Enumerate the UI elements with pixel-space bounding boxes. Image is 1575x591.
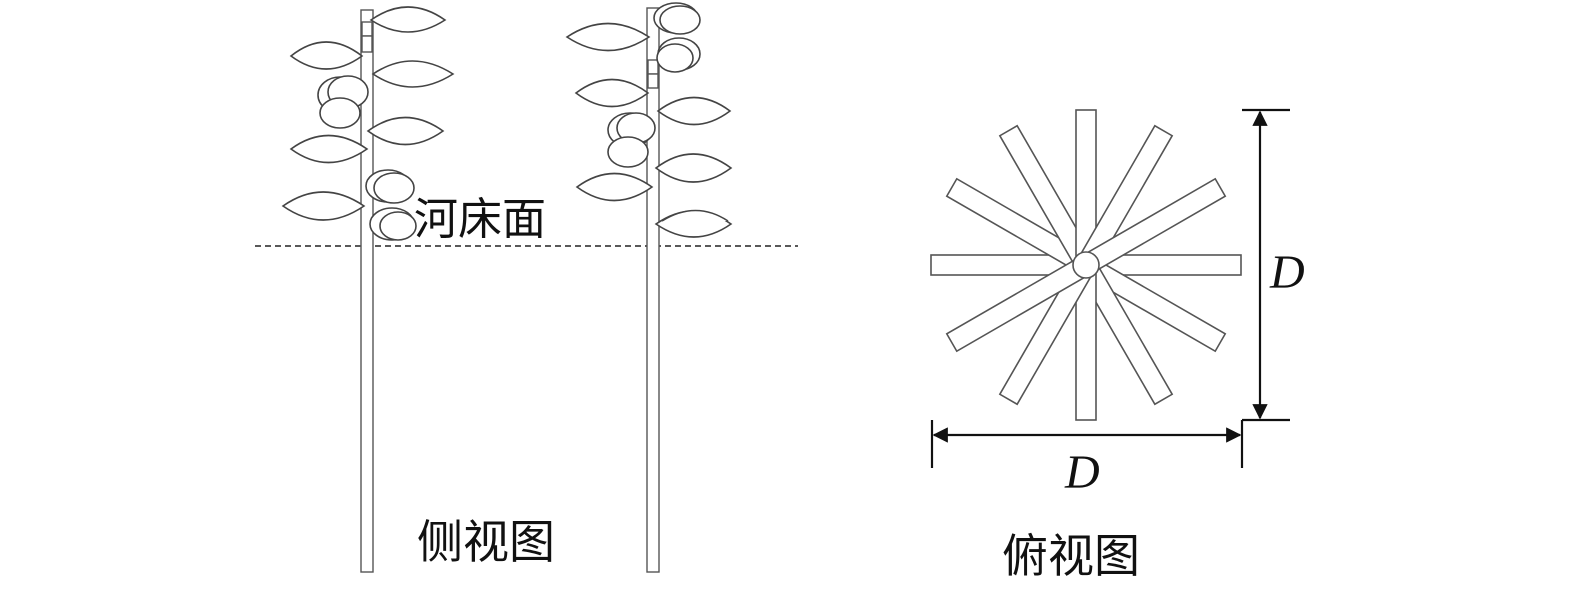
leaf: [369, 6, 447, 33]
plant-right-stem: [646, 7, 660, 573]
leaf: [656, 96, 732, 126]
top-view-caption: 俯视图: [1002, 529, 1140, 583]
leaf: [656, 43, 694, 73]
riverbed-label: 河床面: [414, 194, 546, 245]
leaf: [654, 153, 733, 183]
leaf: [371, 60, 455, 88]
top-view: D D 俯视图: [930, 108, 1305, 583]
plant-right: [565, 2, 733, 573]
side-view-caption: 侧视图: [417, 515, 555, 569]
leaf: [289, 41, 364, 70]
dimension-vertical-label: D: [1269, 246, 1305, 299]
plant-left: [281, 6, 455, 573]
blade-cluster: [930, 109, 1242, 421]
leaf: [607, 136, 649, 168]
dimension-horizontal: D: [930, 420, 1244, 499]
dimension-vertical: D: [1240, 108, 1305, 440]
hub: [1072, 251, 1100, 279]
leaf: [319, 97, 361, 129]
dimension-horizontal-label: D: [1064, 446, 1100, 499]
leaf: [659, 5, 701, 35]
side-view: 河床面 侧视图: [255, 2, 798, 573]
leaf: [575, 172, 654, 202]
leaf: [565, 22, 651, 52]
leaf: [366, 116, 445, 146]
leaf: [281, 191, 366, 221]
leaf: [373, 172, 415, 204]
leaf: [661, 209, 729, 222]
leaf: [574, 78, 650, 108]
leaf: [289, 134, 369, 164]
leaf: [379, 211, 417, 241]
